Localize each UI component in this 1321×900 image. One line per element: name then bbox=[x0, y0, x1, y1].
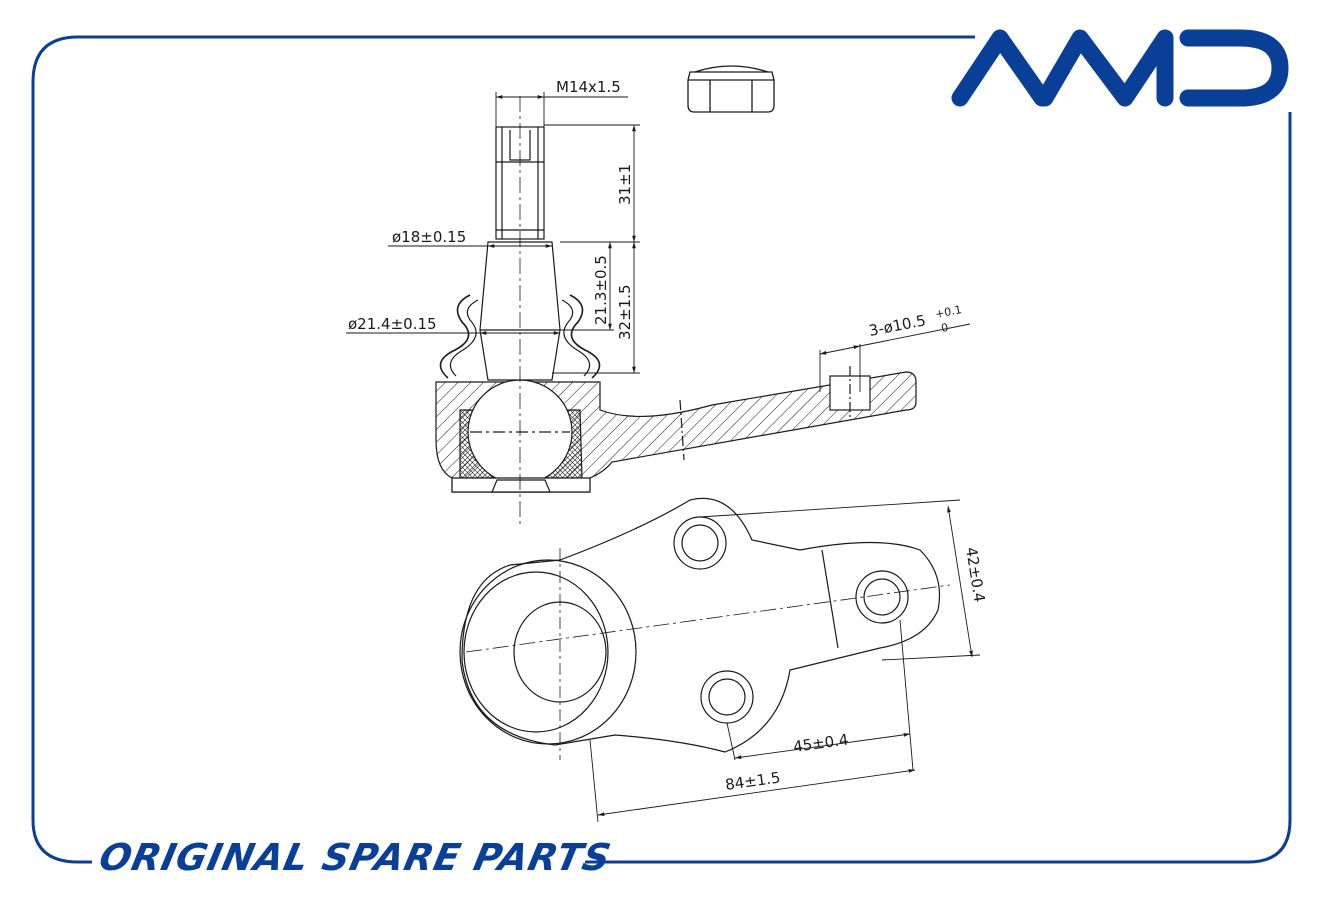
footer-slogan: ORIGINAL SPARE PARTS bbox=[95, 836, 616, 879]
amd-logo bbox=[951, 29, 1289, 107]
dim-thread-length: 31±1 bbox=[616, 164, 634, 205]
plan-view bbox=[459, 497, 951, 760]
dim-holes-tol-lower: 0 bbox=[940, 321, 949, 335]
dim-width: 42±0.4 bbox=[962, 546, 988, 604]
dim-stud-height: 32±1.5 bbox=[616, 284, 634, 340]
dim-holes-tol-upper: +0.1 bbox=[934, 303, 963, 321]
dim-holes-base: 3-ø10.5 bbox=[867, 311, 927, 340]
dim-boot-dia: ø21.4±0.15 bbox=[348, 315, 437, 333]
dim-neck-dia: ø18±0.15 bbox=[392, 228, 466, 246]
dim-holes: 3-ø10.5 +0.1 0 bbox=[867, 303, 962, 340]
side-view bbox=[435, 96, 917, 528]
page-frame bbox=[31, 35, 1292, 864]
dimension-lines bbox=[346, 92, 981, 823]
dim-hole-spacing: 45±0.4 bbox=[792, 730, 849, 756]
dim-cone-height: 21.3±0.5 bbox=[592, 255, 610, 325]
nut-graphic bbox=[687, 65, 775, 113]
dim-thread: M14x1.5 bbox=[556, 78, 621, 96]
